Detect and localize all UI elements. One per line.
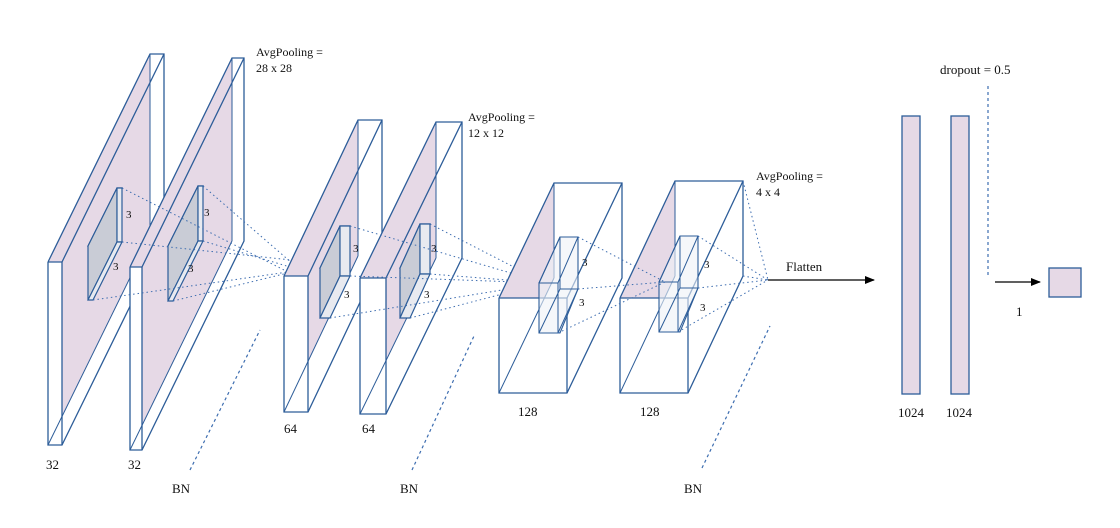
conv3-kernel [319, 225, 351, 319]
dense2-units-label: 1024 [946, 405, 973, 420]
output-units-label: 1 [1016, 304, 1023, 319]
conv6-kernel-width-label: 3 [700, 302, 706, 314]
block1-connectors [92, 185, 311, 302]
bn1-label: BN [172, 481, 191, 496]
bn3-indicator [701, 325, 771, 469]
conv6-filters-label: 128 [640, 404, 660, 419]
dropout-label: dropout = 0.5 [940, 62, 1011, 77]
dense2-layer [950, 115, 970, 395]
conv3-filters-label: 64 [284, 421, 298, 436]
pool3-label: AvgPooling = [756, 169, 823, 183]
pool2-size-label: 12 x 12 [468, 126, 504, 140]
conv5-kernel-width-label: 3 [579, 297, 585, 309]
bn2-label: BN [400, 481, 419, 496]
conv3-kernel-width-label: 3 [344, 289, 350, 301]
conv1-filters-label: 32 [46, 457, 59, 472]
output-unit [1048, 267, 1082, 298]
conv4-filters-label: 64 [362, 421, 376, 436]
conv4-kernel-width-label: 3 [424, 289, 430, 301]
conv3-kernel-height-label: 3 [353, 243, 359, 255]
conv1-kernel-width-label: 3 [113, 261, 119, 273]
conv2-kernel-height-label: 3 [204, 207, 210, 219]
bn1-indicator [189, 329, 261, 471]
conv1-kernel-height-label: 3 [126, 209, 132, 221]
dense1-units-label: 1024 [898, 405, 925, 420]
conv4-kernel-height-label: 3 [431, 243, 437, 255]
conv1-kernel [87, 187, 123, 301]
bn2-indicator [411, 335, 475, 471]
pool1-label: AvgPooling = [256, 45, 323, 59]
flatten-label: Flatten [786, 259, 823, 274]
conv4-kernel [399, 223, 431, 319]
conv6-kernel-height-label: 3 [704, 259, 710, 271]
bn3-label: BN [684, 481, 703, 496]
conv5-kernel-height-label: 3 [582, 257, 588, 269]
conv2-filters-label: 32 [128, 457, 141, 472]
conv5-filters-label: 128 [518, 404, 538, 419]
pool1-size-label: 28 x 28 [256, 61, 292, 75]
conv2-kernel-width-label: 3 [188, 263, 194, 275]
pool2-label: AvgPooling = [468, 110, 535, 124]
pool3-size-label: 4 x 4 [756, 185, 780, 199]
block3-connectors [557, 180, 769, 334]
dense1-layer [901, 115, 921, 395]
